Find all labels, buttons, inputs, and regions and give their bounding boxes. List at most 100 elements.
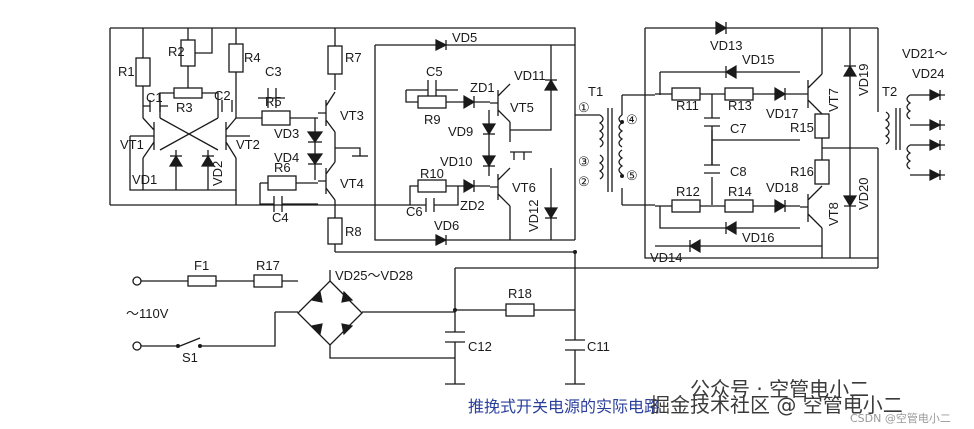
- resistor-r5: [261, 110, 291, 126]
- label-r12: R12: [676, 184, 700, 199]
- label-c8: C8: [730, 164, 747, 179]
- label-vd13: VD13: [710, 38, 743, 53]
- label-t2: T2: [882, 84, 897, 99]
- label-r1: R1: [118, 64, 135, 79]
- resistor-r8: [327, 217, 343, 245]
- transistor-vt1: [130, 117, 155, 159]
- label-vd3: VD3: [274, 126, 299, 141]
- label-vd1: VD1: [132, 172, 157, 187]
- transistor-vt6: [490, 167, 511, 207]
- label-c5: C5: [426, 64, 443, 79]
- label-vd19: VD19: [856, 63, 871, 96]
- label-vd11: VD11: [514, 68, 546, 83]
- label-zd2: ZD2: [460, 198, 485, 213]
- resistor-r6: [267, 175, 297, 191]
- label-r10: R10: [420, 166, 444, 181]
- watermark-csdn: CSDN @空管电小二: [850, 411, 951, 425]
- label-vt2: VT2: [236, 137, 260, 152]
- label-vd21: VD21～: [902, 46, 948, 61]
- label-r17: R17: [256, 258, 280, 273]
- label-r3: R3: [176, 100, 193, 115]
- resistor-r14: [724, 199, 754, 213]
- label-vt5: VT5: [510, 100, 534, 115]
- label-vt1: VT1: [120, 137, 144, 152]
- resistor-r7: [327, 45, 343, 75]
- fuse-f1: [187, 275, 217, 287]
- resistor-r12: [671, 199, 701, 213]
- label-vd16: VD16: [742, 230, 775, 245]
- label-pin4: ④: [626, 112, 638, 127]
- label-c12: C12: [468, 339, 492, 354]
- label-r8: R8: [345, 224, 362, 239]
- label-vt3: VT3: [340, 108, 364, 123]
- label-r2: R2: [168, 44, 185, 59]
- transistor-vt7: [800, 73, 823, 115]
- label-s1: S1: [182, 350, 198, 365]
- resistor-r10: [417, 179, 447, 193]
- transistor-vt5: [490, 83, 511, 123]
- label-mains: ～110V: [126, 306, 169, 321]
- label-c1: C1: [146, 90, 163, 105]
- label-pin2: ②: [578, 174, 590, 189]
- label-c3: C3: [265, 64, 282, 79]
- label-vd2: VD2: [210, 161, 225, 186]
- label-c11: C11: [587, 339, 610, 354]
- label-pin5: ⑤: [626, 168, 638, 183]
- label-r18: R18: [508, 286, 532, 301]
- label-vd5: VD5: [452, 30, 477, 45]
- figure-caption: 推挽式开关电源的实际电路: [468, 397, 660, 416]
- label-r6: R6: [274, 160, 291, 175]
- transformer-t1: [575, 95, 624, 205]
- label-vd4: VD4: [274, 150, 299, 165]
- transistor-vt2: [225, 117, 250, 159]
- label-r7: R7: [345, 50, 362, 65]
- label-c4: C4: [272, 210, 289, 225]
- label-vd20: VD20: [856, 177, 871, 210]
- label-vd9: VD9: [448, 124, 473, 139]
- label-r5: R5: [265, 94, 282, 109]
- label-r15: R15: [790, 120, 814, 135]
- transistor-vt4: [318, 161, 336, 201]
- transistor-vt8: [800, 185, 823, 229]
- driver-section: [374, 39, 575, 246]
- transistor-vt3: [318, 91, 336, 133]
- label-vt4: VT4: [340, 176, 364, 191]
- component-labels: R1 R2 R3 R4 R5 R6 R7 R8 R9 R10 R11 R12 R…: [118, 30, 948, 365]
- label-vt7: VT7: [826, 88, 841, 112]
- label-zd1: ZD1: [470, 80, 495, 95]
- resistor-r18: [505, 303, 535, 317]
- label-vd18: VD18: [766, 180, 799, 195]
- label-vd10: VD10: [440, 154, 473, 169]
- resistor-r1: [135, 57, 151, 87]
- label-vt6: VT6: [512, 180, 536, 195]
- label-r14: R14: [728, 184, 752, 199]
- oscillator-section: [109, 27, 576, 253]
- resistor-r16: [814, 159, 830, 185]
- label-t1: T1: [588, 84, 603, 99]
- label-f1: F1: [194, 258, 209, 273]
- label-pin3: ③: [578, 154, 590, 169]
- label-r9: R9: [424, 112, 441, 127]
- watermark-overlay: 公众号 · 空管电小二: [690, 377, 869, 401]
- resistor-r4: [228, 43, 244, 73]
- label-c7: C7: [730, 121, 747, 136]
- label-r11: R11: [676, 98, 699, 113]
- label-vd6: VD6: [434, 218, 459, 233]
- transformer-t2: [455, 28, 945, 269]
- label-r13: R13: [728, 98, 752, 113]
- label-c2: C2: [214, 88, 231, 103]
- label-vd17: VD17: [766, 106, 799, 121]
- resistor-r17: [253, 274, 283, 288]
- label-r16: R16: [790, 164, 814, 179]
- label-vd25: VD25～VD28: [335, 268, 413, 283]
- label-pin1: ①: [578, 100, 590, 115]
- resistor-r9: [417, 95, 447, 109]
- resistor-r15: [814, 113, 830, 139]
- label-vd24: VD24: [912, 66, 945, 81]
- label-vd12: VD12: [526, 199, 541, 232]
- label-vd15: VD15: [742, 52, 775, 67]
- resistor-r3: [173, 87, 203, 99]
- label-c6: C6: [406, 204, 423, 219]
